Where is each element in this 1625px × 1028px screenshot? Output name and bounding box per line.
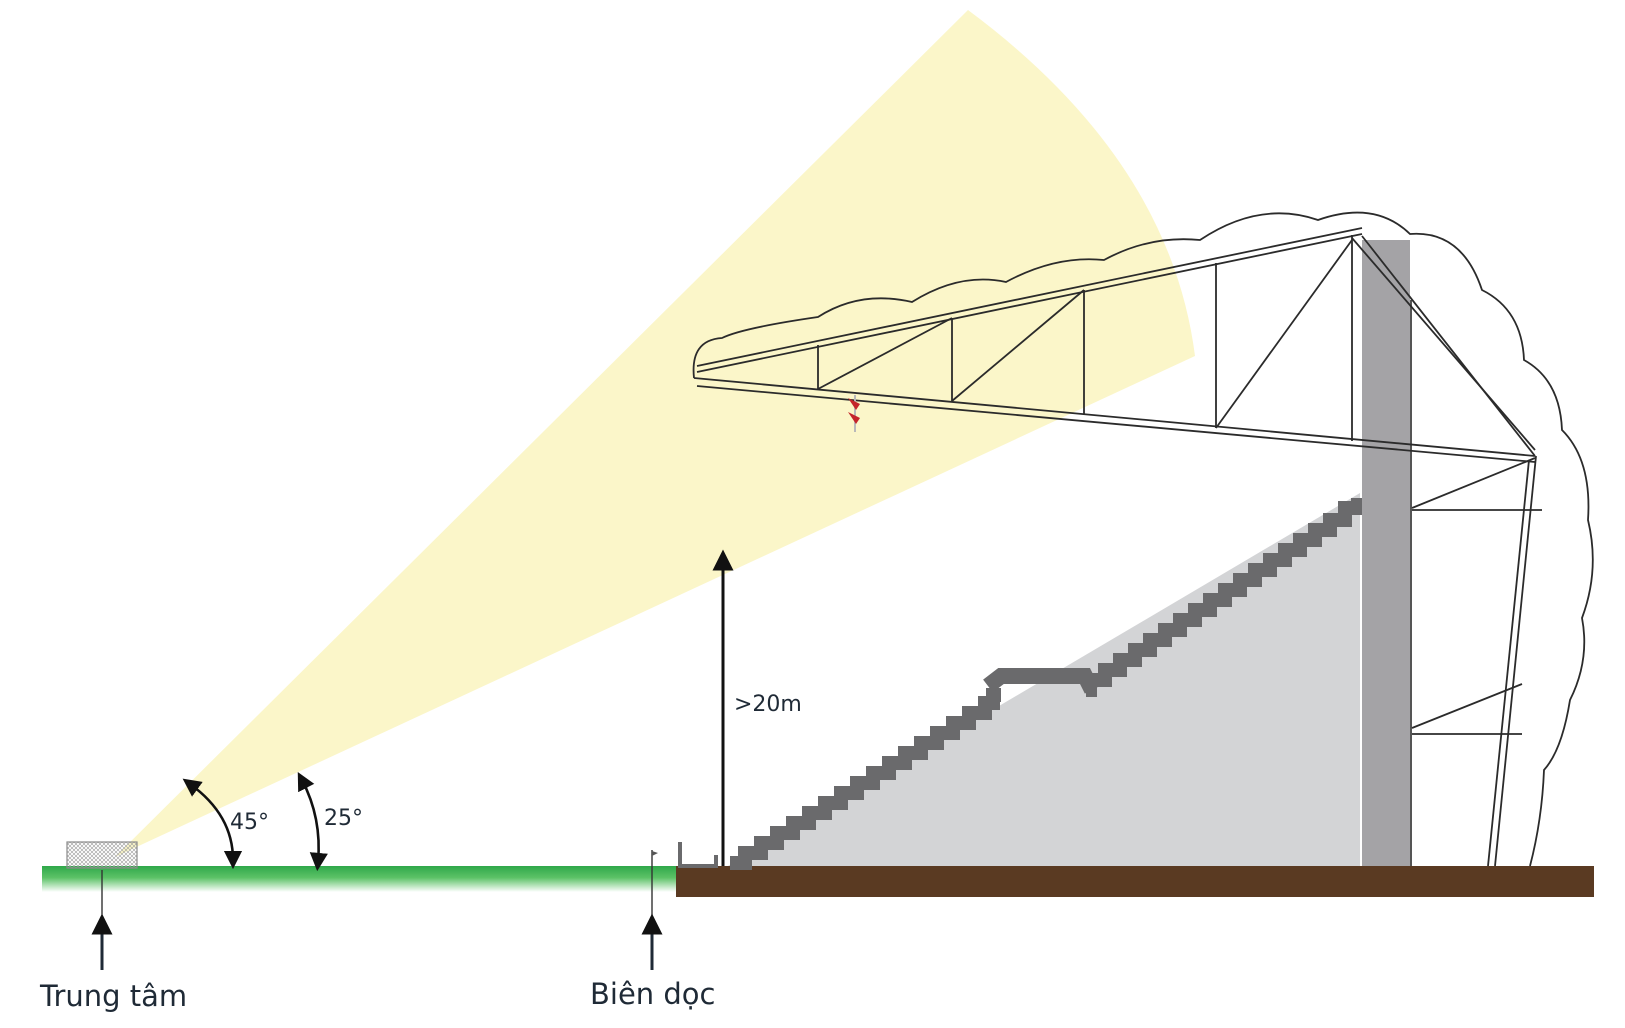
angle-25-label: 25° [324,806,363,831]
light-beam [115,10,1195,857]
stand-stairs-upper [1083,498,1365,697]
roof-truss [693,227,1542,867]
main-column [1362,240,1410,866]
corner-flag-icon [651,850,658,915]
roof-cladding [692,211,1594,867]
sideline-label: Biên dọc [590,977,716,1011]
angle-45-label: 45° [230,810,269,835]
front-parapet [678,842,718,868]
goal-icon [66,841,138,869]
floodlight-icon [848,395,860,432]
angle-arrow-icon [182,778,243,870]
height-label: >20m [734,692,802,717]
center-label: Trung tâm [39,979,187,1013]
stand-stairs-lower [730,688,1001,870]
angle-arrow-icon [297,771,328,872]
pitch-grass [42,866,679,892]
stand-ground [676,866,1594,897]
